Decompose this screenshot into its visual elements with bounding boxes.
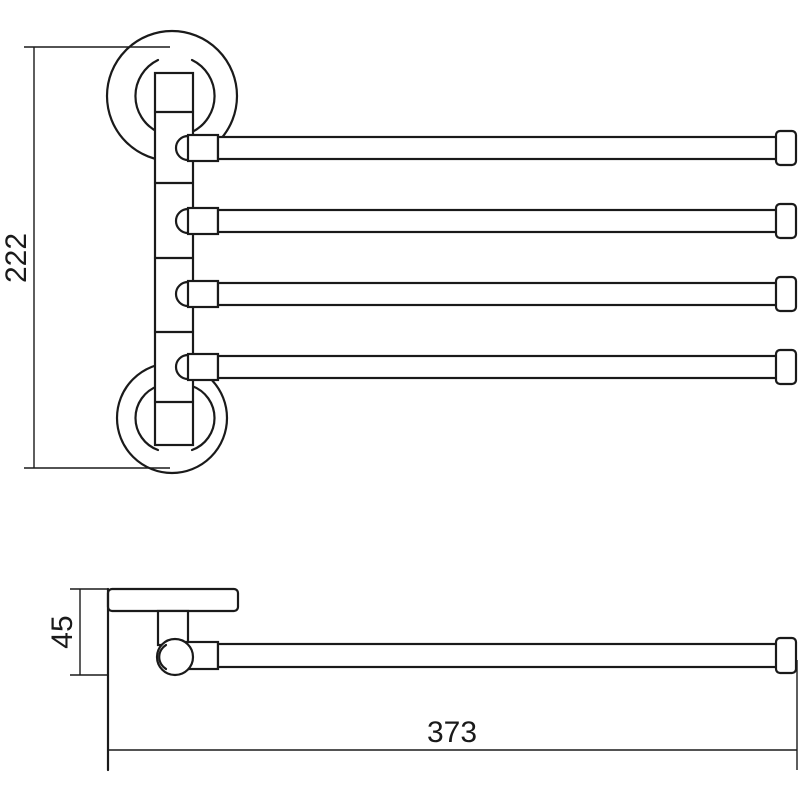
height-dimension: 222 [0, 46, 170, 469]
side-wall-plate [106, 587, 240, 613]
side-view: 45 373 [46, 587, 798, 772]
length-dimension: 373 [108, 660, 798, 770]
swing-arms [174, 129, 798, 386]
swing-arm [174, 275, 798, 313]
swing-arm [174, 202, 798, 240]
length-dimension-label: 373 [427, 716, 477, 749]
depth-dimension-label: 45 [46, 615, 79, 648]
swing-arm [174, 348, 798, 386]
side-arm [155, 636, 798, 677]
height-dimension-label: 222 [0, 233, 33, 283]
vertical-post [153, 71, 195, 447]
swing-arm [174, 129, 798, 167]
depth-dimension: 45 [46, 588, 108, 676]
front-view: 222 [0, 29, 798, 475]
